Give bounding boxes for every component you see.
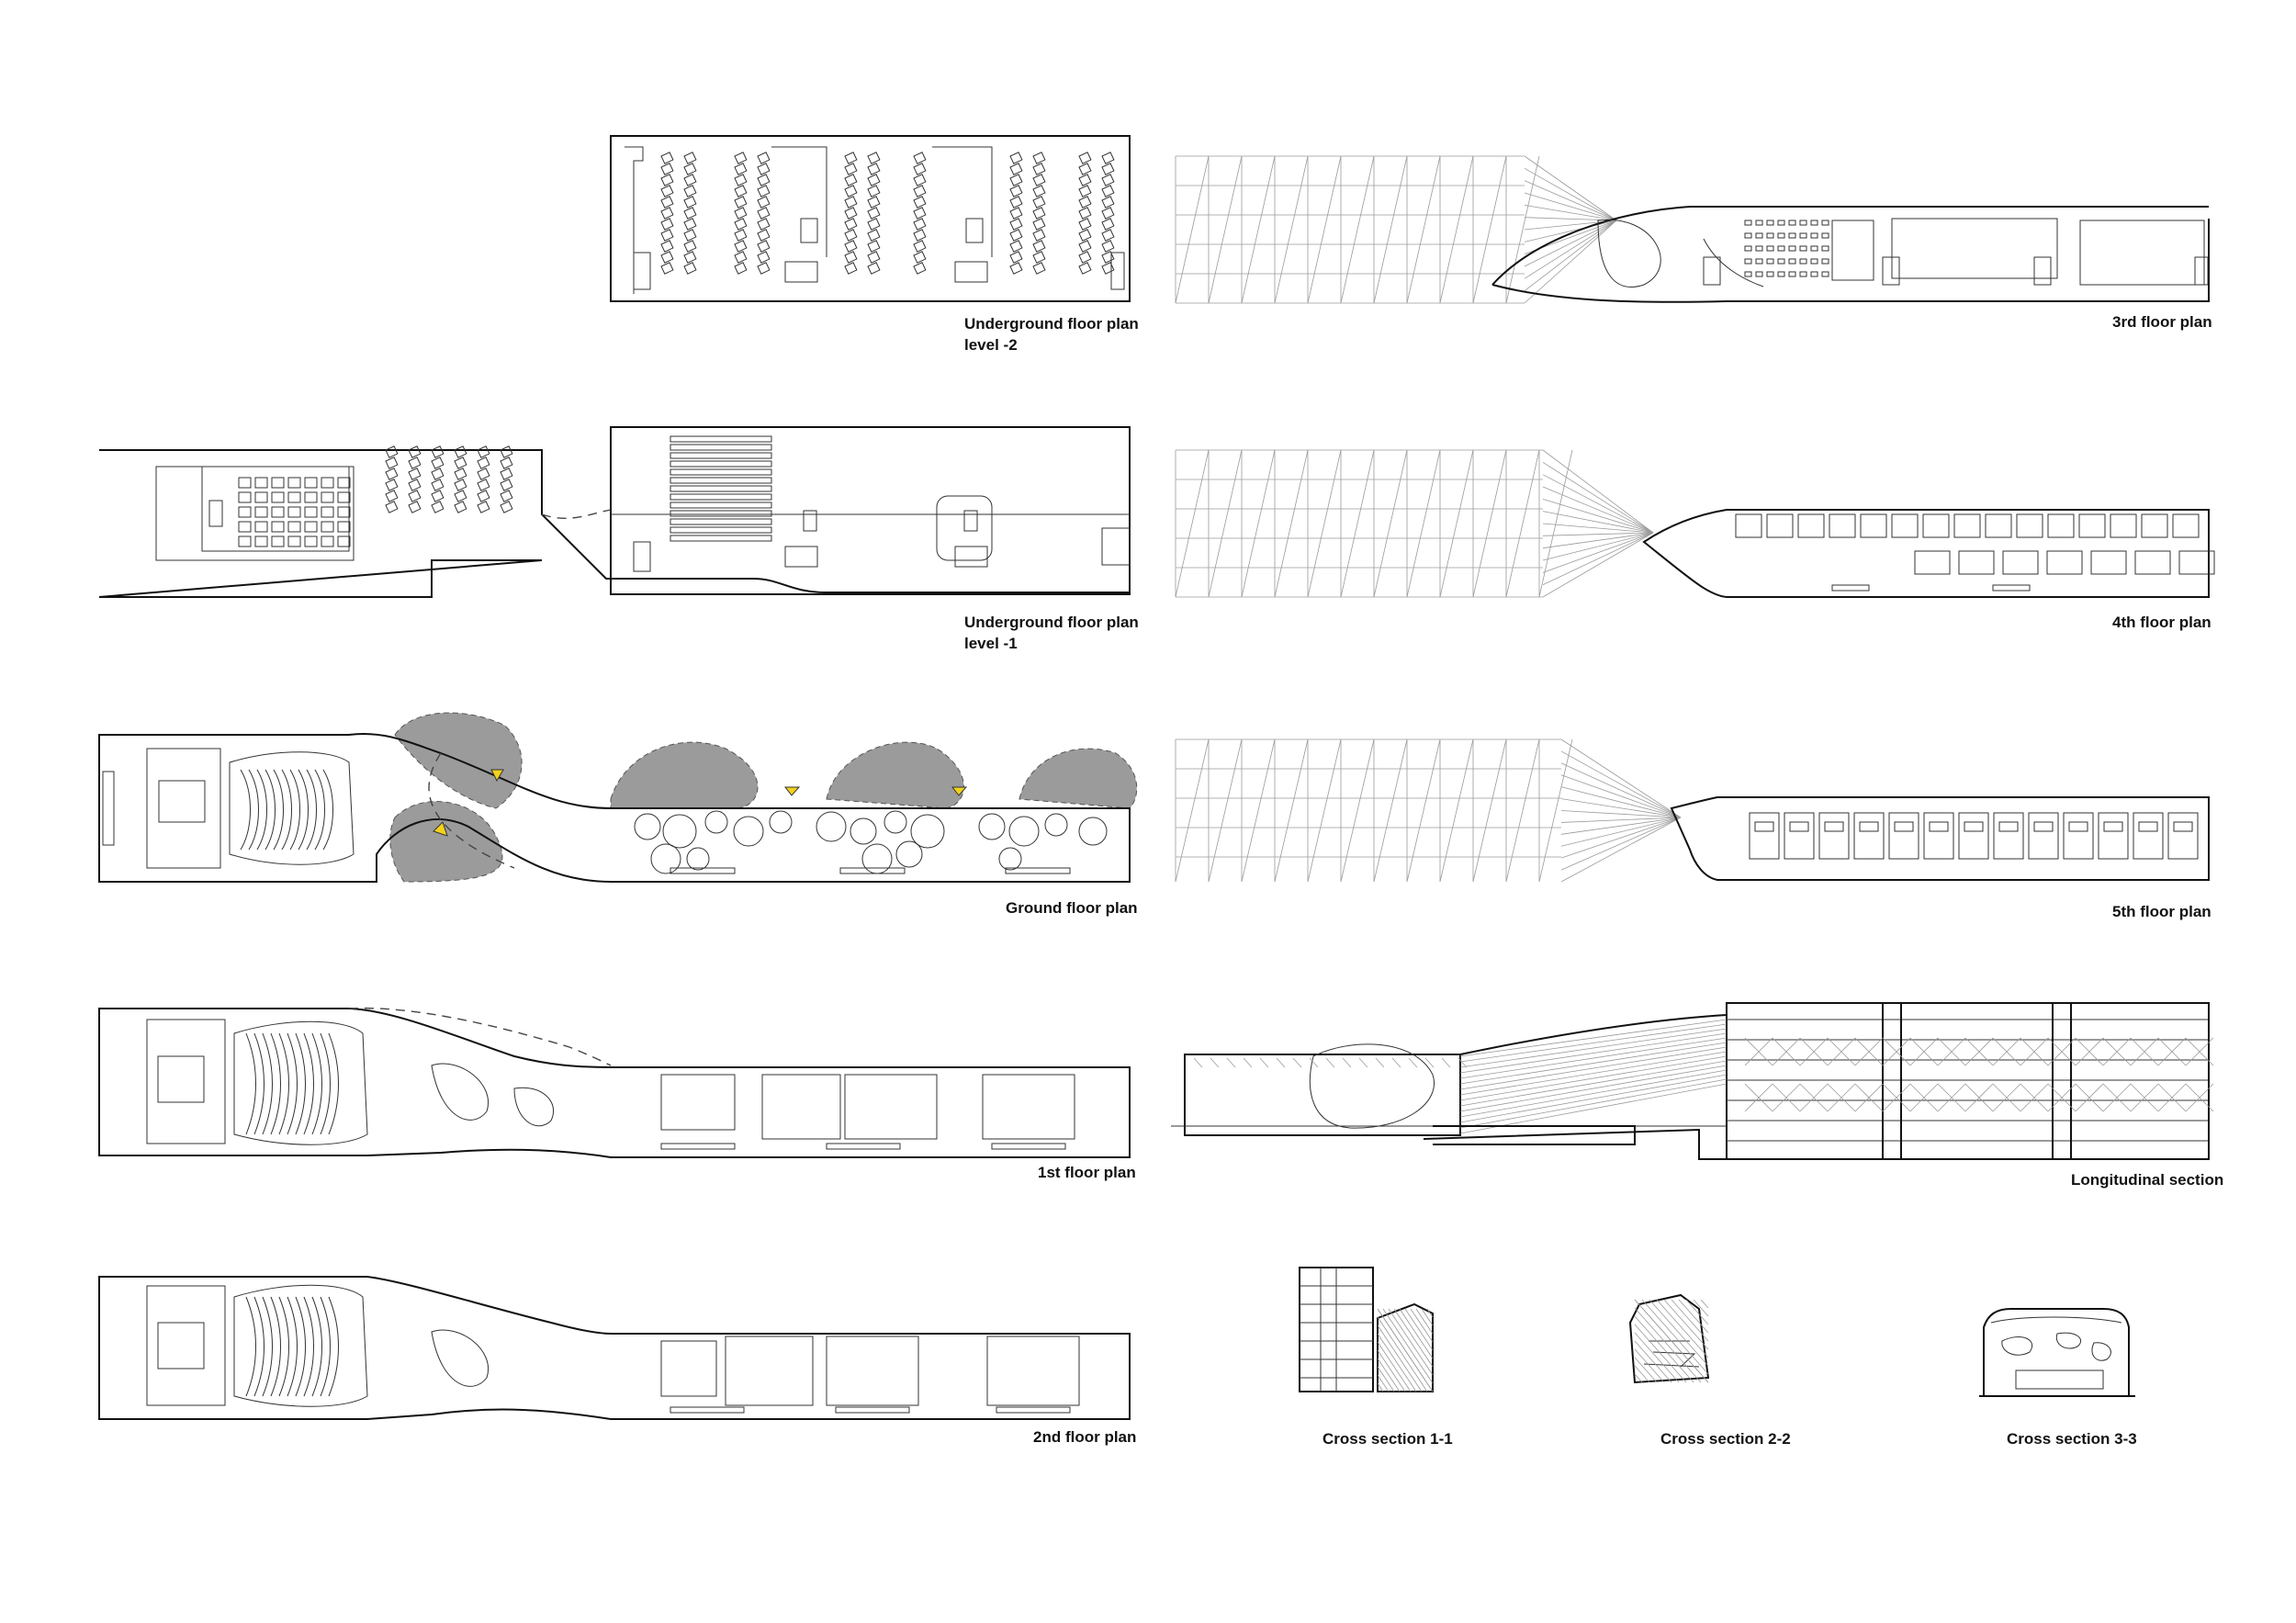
fourth-floor-plan [1175,449,2215,598]
caption-cross-section-2-2: Cross section 2-2 [1660,1430,1791,1448]
cross-section-3-3 [1979,1308,2135,1397]
roof-grid [1175,155,1617,304]
caption-longitudinal-section: Longitudinal section [2071,1171,2223,1189]
underground-level-1-plan [98,426,1131,598]
caption-underground-level-2-line2: level -2 [964,336,1018,354]
third-floor-plan [1175,155,2210,304]
caption-fourth-floor: 4th floor plan [2112,614,2212,631]
landscape-mound [826,741,964,809]
caption-ground-floor: Ground floor plan [1006,899,1138,917]
caption-cross-section-1-1: Cross section 1-1 [1322,1430,1453,1448]
landscape-mound [389,801,503,883]
longitudinal-section [1171,1002,2214,1160]
cross-section-1-1 [1299,1267,1434,1392]
cross-section-2-2 [1628,1293,1710,1384]
entrance-marker [951,786,968,796]
entrance-marker [783,786,801,796]
caption-underground-level-1: Underground floor plan [964,614,1139,631]
entrance-marker [490,769,504,783]
caption-third-floor: 3rd floor plan [2112,313,2212,331]
caption-underground-level-1-line2: level -1 [964,635,1018,652]
caption-cross-section-3-3: Cross section 3-3 [2007,1430,2137,1448]
first-floor-plan [98,1007,1131,1158]
caption-underground-level-2: Underground floor plan [964,315,1139,332]
landscape-mound [1019,748,1138,809]
ground-floor-plan [98,712,1138,883]
caption-first-floor: 1st floor plan [1038,1164,1136,1181]
caption-fifth-floor: 5th floor plan [2112,903,2212,920]
caption-second-floor: 2nd floor plan [1033,1428,1136,1446]
entrance-marker [433,821,448,837]
underground-level-2-plan [610,135,1131,302]
roof-grid [1175,738,1682,883]
landscape-mound [610,741,759,809]
roof-grid [1175,449,1654,598]
second-floor-plan [98,1276,1131,1420]
fifth-floor-plan [1175,738,2210,883]
